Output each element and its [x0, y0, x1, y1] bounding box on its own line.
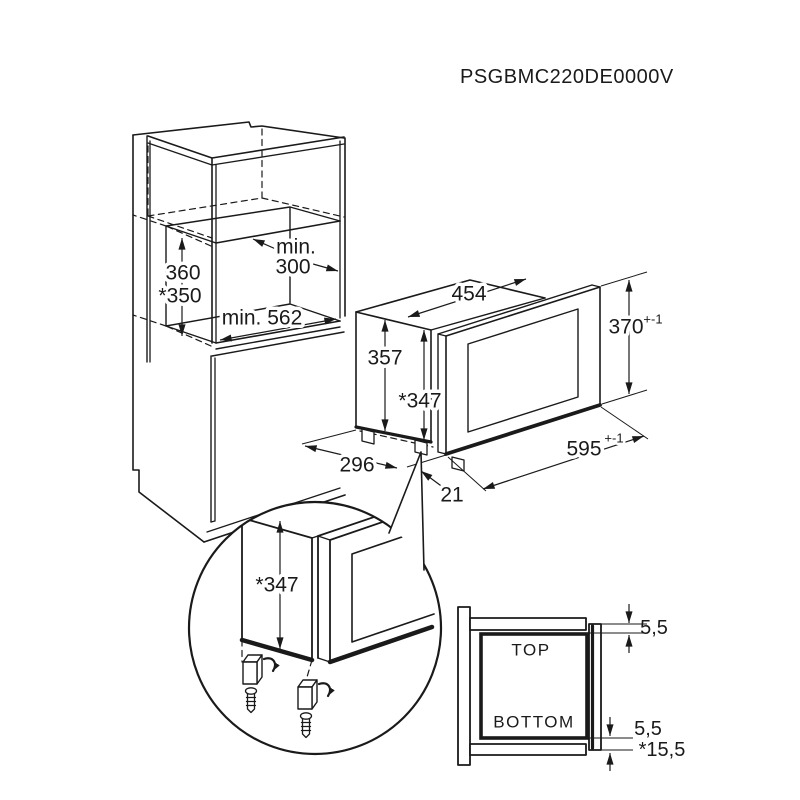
niche-depth-min-value: 300	[275, 256, 310, 279]
cabinet-drawing: 360 *350 min. 300 min. 562	[132, 121, 346, 543]
body-height-front-label: *347	[398, 390, 441, 413]
niche-depth-min-label: min.	[276, 236, 316, 259]
niche-top-edge	[215, 220, 341, 244]
front-width-tolerance: +-1	[604, 431, 623, 446]
cabinet-top-back-edge	[132, 121, 345, 139]
microwave-body-bottom-edge	[354, 425, 433, 444]
rotate-arrow-icon	[317, 682, 335, 698]
detail-adjustable-foot-2	[297, 679, 335, 739]
model-number: PSGBMC220DE0000V	[460, 66, 674, 88]
front-height-ext-lines	[600, 271, 648, 405]
screw-icon	[244, 687, 258, 714]
niche-width-min-label: min. 562	[222, 307, 303, 330]
microwave-drawing: 454 357 *347 370 +-1 595 +-1 296 21	[301, 271, 665, 510]
section-bottom-label: BOTTOM	[493, 713, 574, 732]
detail-body-bottom-edge	[239, 637, 315, 663]
body-depth-ext-line	[301, 429, 357, 445]
door-overhang-dim-arrow	[420, 470, 445, 489]
body-depth-label: 296	[339, 454, 374, 477]
detail-door-bottom-edge	[327, 624, 435, 665]
section-top-ref-lines	[587, 623, 647, 634]
door-overhang-ext-line	[406, 454, 447, 468]
microwave-foot-rear	[361, 428, 375, 445]
microwave-foot-front	[414, 439, 428, 456]
microwave-door-bottom-edge	[444, 403, 602, 456]
section-bottom-panel	[469, 743, 587, 756]
front-height-tolerance: +-1	[643, 312, 662, 327]
body-height-rear-label: 357	[367, 347, 402, 370]
niche-depth-dim-arrow-left	[252, 238, 279, 251]
cabinet-lower-corner-inner	[210, 357, 216, 523]
section-appliance-body	[479, 632, 589, 740]
detail-pointer-outline	[388, 451, 425, 571]
detail-door-edges	[317, 502, 433, 663]
niche-interior-edges	[165, 206, 341, 344]
niche-height-adjusted-label: *350	[158, 285, 201, 308]
foot-front-face	[242, 661, 258, 685]
detail-height-label: *347	[255, 574, 298, 597]
body-depth-dim-line	[304, 445, 398, 469]
detail-adjustable-foot-1	[242, 654, 280, 714]
front-width-dim-line	[482, 435, 645, 490]
section-top-panel	[469, 617, 587, 631]
front-width-label: 595	[566, 438, 601, 461]
microwave-body-left-face	[355, 311, 432, 443]
detail-enlarged-view: *347	[239, 502, 435, 739]
section-bottom-ref-lines	[587, 737, 633, 751]
niche-shelf-edge-2	[211, 331, 345, 357]
foot-front-face	[297, 686, 313, 710]
microwave-foot-door	[451, 456, 465, 472]
cabinet-top-rim-outer	[147, 135, 345, 159]
detail-pointer-fill	[389, 452, 424, 570]
front-height-label: 370	[608, 316, 643, 339]
cross-section-diagram: TOP BOTTOM 5,5 5,5 *15,5	[457, 604, 686, 771]
body-width-dim-line	[407, 278, 527, 318]
cabinet-top-hidden-bottom	[147, 145, 345, 239]
niche-shelf-edge-1	[215, 326, 341, 350]
niche-width-dim-line	[219, 317, 337, 342]
screw-icon	[299, 712, 313, 739]
cabinet-left-panel-outline	[132, 134, 205, 543]
niche-height-label: 360	[165, 262, 200, 285]
front-width-ext-lines	[447, 406, 649, 492]
section-bottom-offset-label: *15,5	[639, 739, 686, 761]
detail-callout: *347	[187, 451, 443, 756]
body-width-label: 454	[451, 283, 486, 306]
section-door-panel	[588, 623, 602, 751]
microwave-door-window	[467, 308, 579, 433]
door-overhang-label: 21	[440, 484, 463, 507]
niche-depth-dim-arrow-right	[312, 263, 339, 272]
section-top-gap-label: 5,5	[640, 617, 668, 639]
section-top-label: TOP	[511, 641, 550, 660]
section-wall-bar	[457, 606, 471, 766]
rotate-arrow-icon	[262, 657, 280, 673]
section-bottom-gap-label: 5,5	[634, 718, 662, 740]
